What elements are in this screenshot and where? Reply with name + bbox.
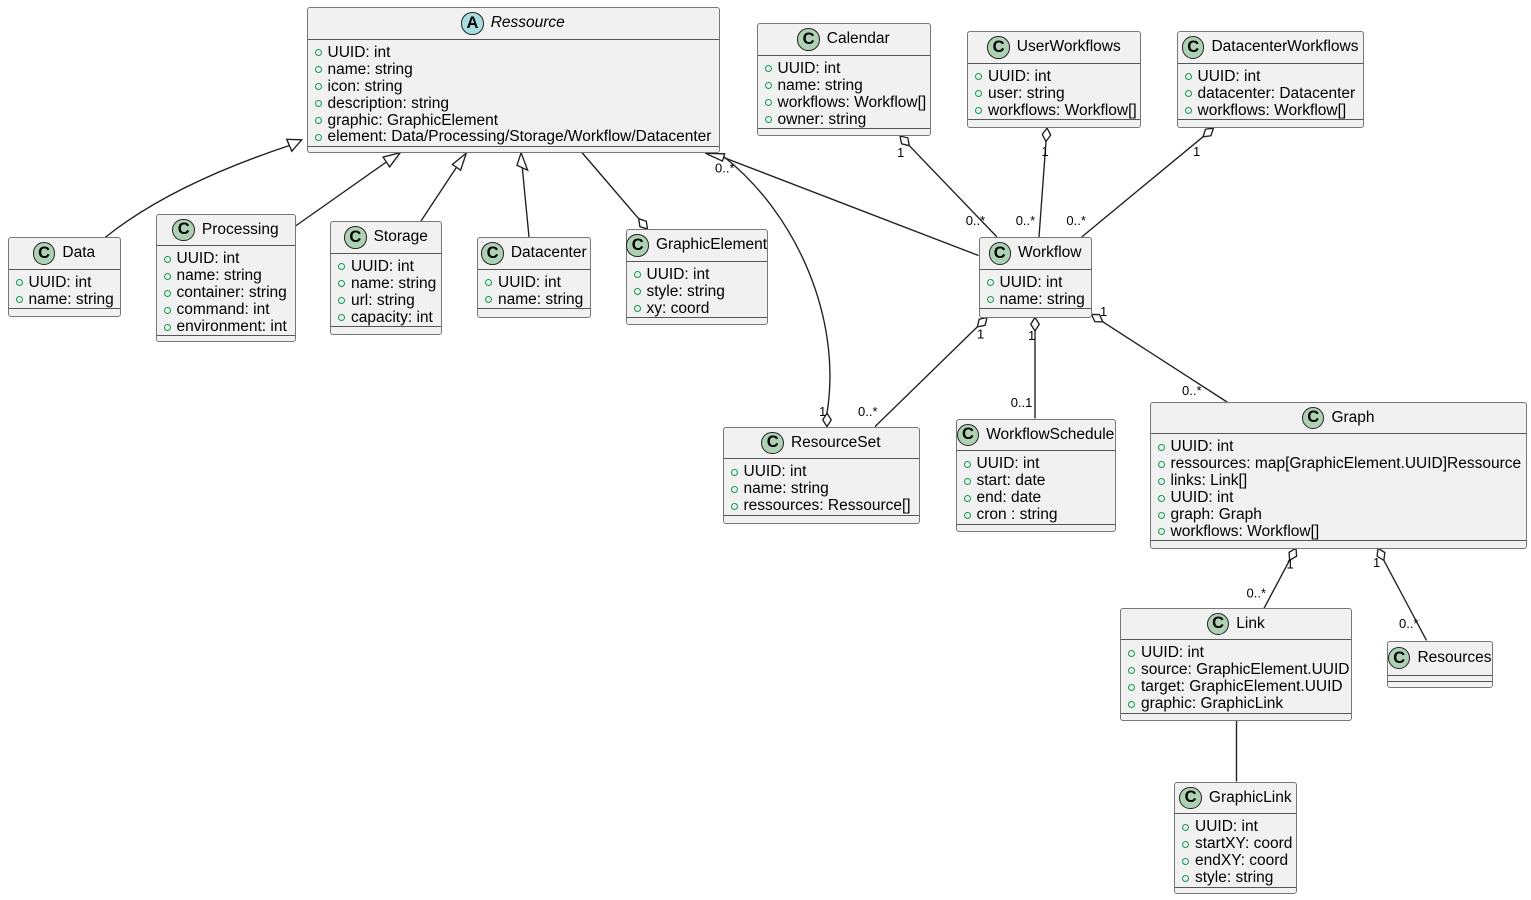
svg-text:0..*: 0..* [858, 404, 878, 419]
svg-text:1: 1 [1373, 555, 1380, 570]
svg-text:0..*: 0..* [1182, 383, 1202, 398]
svg-text:1: 1 [1028, 328, 1035, 343]
svg-text:0..*: 0..* [966, 213, 986, 228]
svg-text:1: 1 [1287, 557, 1294, 572]
svg-text:1: 1 [977, 327, 984, 342]
svg-text:0..*: 0..* [715, 161, 735, 176]
svg-text:1: 1 [1042, 144, 1049, 159]
svg-text:1: 1 [819, 404, 826, 419]
svg-text:0..*: 0..* [1066, 213, 1086, 228]
svg-text:0..1: 0..1 [1011, 395, 1033, 410]
svg-text:0..*: 0..* [1399, 616, 1419, 631]
svg-text:0..*: 0..* [1247, 586, 1267, 601]
svg-text:0..*: 0..* [1016, 213, 1036, 228]
svg-text:1: 1 [1100, 304, 1107, 319]
svg-text:1: 1 [897, 145, 904, 160]
svg-text:1: 1 [1193, 144, 1200, 159]
